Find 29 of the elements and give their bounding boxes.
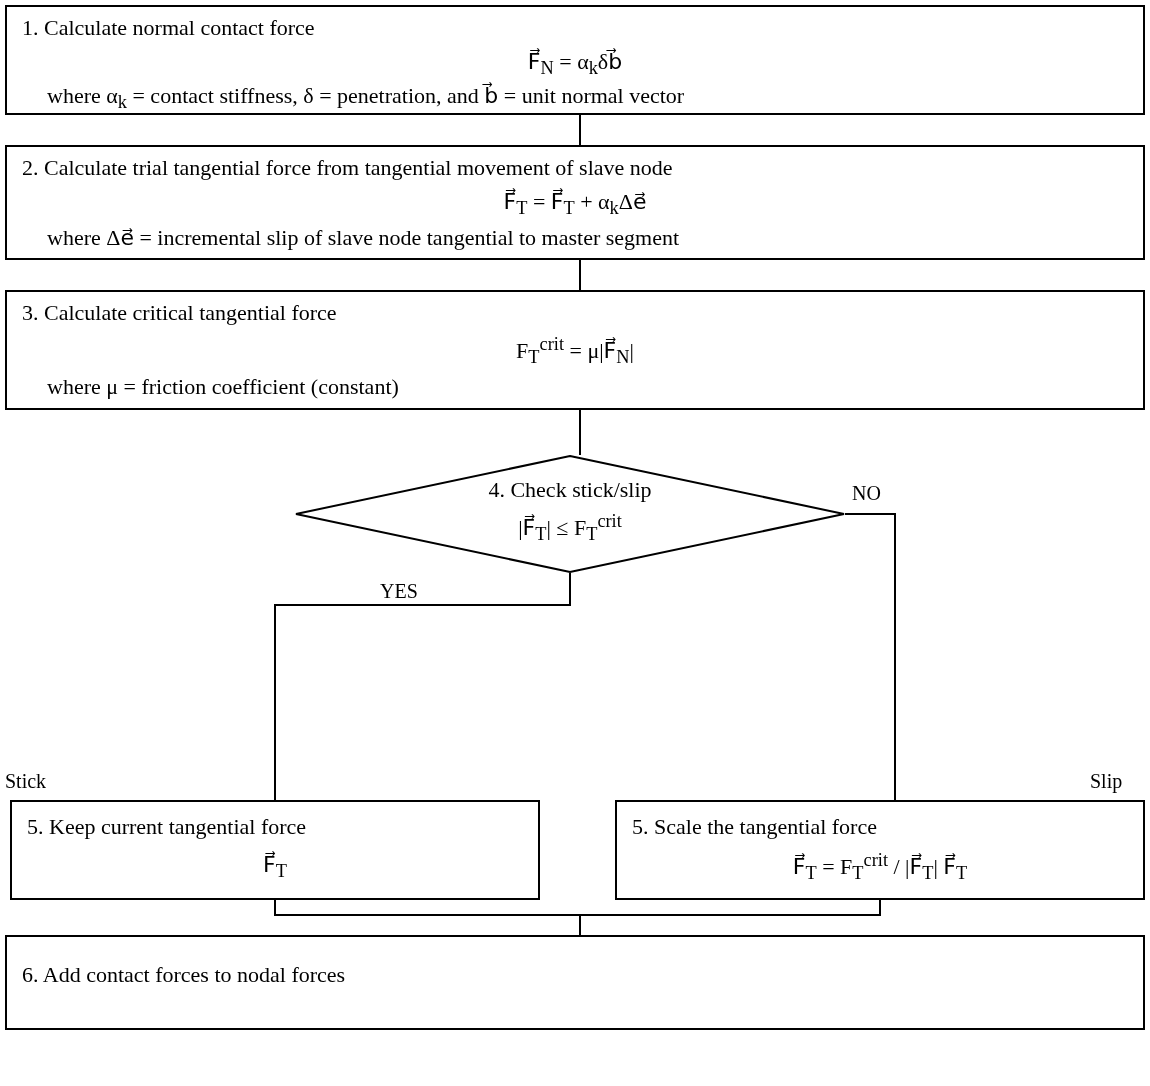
step-heading: 2. Calculate trial tangential force from tangential movement of slave node bbox=[22, 155, 673, 180]
process-box bbox=[5, 5, 1145, 115]
connector-line bbox=[579, 409, 581, 456]
process-box bbox=[5, 145, 1145, 260]
formula: F⃗$_{T}$ bbox=[263, 852, 287, 877]
step-heading: 1. Calculate normal contact force bbox=[22, 15, 315, 40]
process-box bbox=[5, 290, 1145, 410]
process-box bbox=[615, 800, 1145, 900]
step-heading: 5. Scale the tangential force bbox=[632, 814, 877, 839]
step-heading: 4. Check stick/slip bbox=[488, 477, 652, 502]
process-box bbox=[5, 935, 1145, 1030]
connector-line bbox=[579, 259, 581, 291]
branch-label: Stick bbox=[5, 770, 47, 793]
formula: F$_{T}$$^{crit}$ = μ|F⃗$_{N}$| bbox=[516, 338, 634, 364]
connector-line bbox=[844, 513, 896, 801]
formula: F⃗$_{N}$ = α$_{k}$δb⃗ bbox=[527, 49, 623, 74]
definition-text: where α$_{k}$ = contact stiffness, δ = penetration, and b⃗ = unit normal vector bbox=[47, 83, 685, 108]
definition-text: where Δe⃗ = incremental slip of slave node tangential to master segment bbox=[47, 225, 680, 250]
step-heading: 3. Calculate critical tangential force bbox=[22, 300, 337, 325]
formula: F⃗$_{T}$ = F$_{T}$$^{crit}$ / |F⃗$_{T}$| F⃗$_{T}$ bbox=[792, 854, 968, 880]
process-box bbox=[10, 800, 540, 900]
definition-text: where μ = friction coefficient (constant) bbox=[47, 374, 399, 399]
connector-line bbox=[274, 572, 571, 801]
step-heading: 6. Add contact forces to nodal forces bbox=[22, 962, 346, 987]
branch-label: Slip bbox=[1090, 770, 1123, 793]
connector-line bbox=[579, 899, 881, 936]
step-heading: 5. Keep current tangential force bbox=[27, 814, 307, 839]
formula: F⃗$_{T}$ = F⃗$_{T}$ + α$_{k}$Δe⃗ bbox=[503, 189, 647, 214]
connector-line bbox=[579, 114, 581, 146]
